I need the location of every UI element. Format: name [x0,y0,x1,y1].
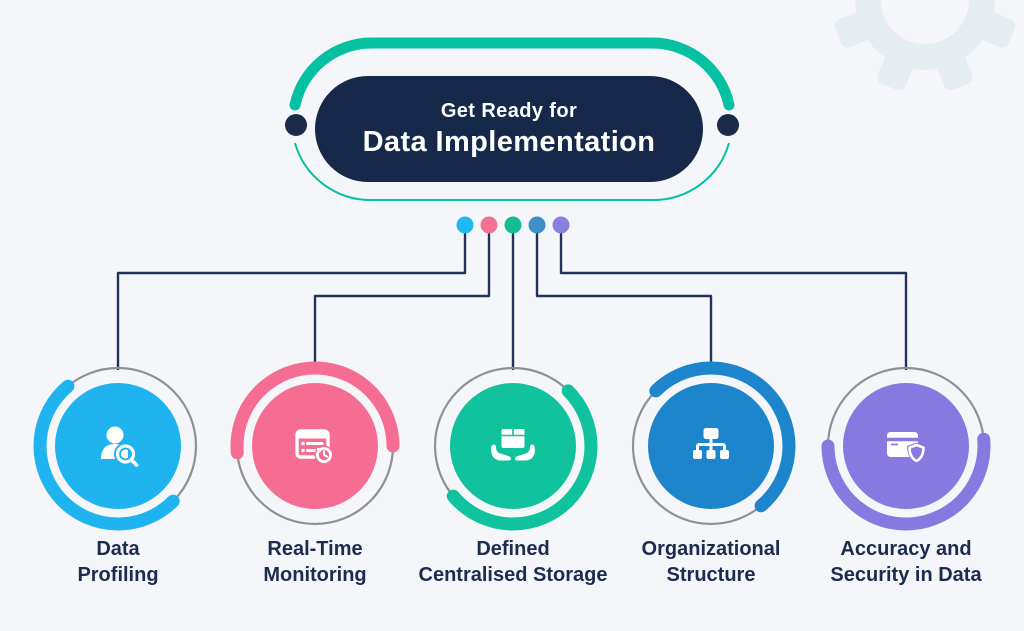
color-arc [230,361,400,531]
inner-disc [252,383,378,509]
item-circle-centralised-storage [428,361,598,531]
header-branch-dots [456,216,570,234]
card-shield-icon [887,432,926,464]
connector-line-1 [116,230,467,370]
centralised-storage-icon [491,429,535,461]
item-label-line: Structure [666,564,756,586]
item-label-organizational-structure: Organizational Structure [601,536,821,588]
header-ring [285,37,739,202]
header-ring-top-arc [289,37,735,111]
branch-dot-1 [456,216,474,234]
item-label-data-security: Accuracy and Security in Data [796,536,1016,588]
item-circle-organizational-structure [626,361,796,531]
connector-lines [116,230,908,370]
item-label-realtime-monitoring: Real-Time Monitoring [205,536,425,588]
item-label-centralised-storage: Defined Centralised Storage [403,536,623,588]
item-circle-data-profiling [33,361,203,531]
item-label-data-profiling: Data Profiling [8,536,228,588]
item-label-line: Data [96,538,140,560]
branch-dot-5 [552,216,570,234]
branch-dot-2 [480,216,498,234]
header-pill: Get Ready for Data Implementation [315,76,703,182]
color-arc [428,361,598,531]
branch-dot-4 [528,216,546,234]
org-structure-icon [693,428,729,459]
header-ring-bottom-arc [294,142,730,202]
header-left-dot [285,114,307,136]
item-label-line: Defined [476,538,550,560]
connector-line-2 [313,230,491,370]
connector-line-4 [535,230,713,370]
item-label-line: Monitoring [263,564,367,586]
item-circle-realtime-monitoring [230,361,400,531]
color-arc [626,361,796,531]
gear-icon [834,0,1016,91]
color-arc [33,361,203,531]
item-label-line: Profiling [77,564,159,586]
color-arc [821,361,991,531]
user-search-icon [101,426,139,467]
realtime-monitoring-icon [295,429,334,465]
header-right-dot [717,114,739,136]
connector-line-5 [559,230,908,370]
item-label-line: Real-Time [267,538,363,560]
item-label-line: Organizational [641,538,781,560]
item-label-line: Security in Data [830,564,982,586]
item-label-line: Accuracy and [840,538,972,560]
branch-dot-3 [504,216,522,234]
item-circle-data-security [821,361,991,531]
item-label-line: Centralised Storage [418,564,608,586]
page-title: Data Implementation [362,126,656,158]
header-subtitle: Get Ready for [440,100,578,122]
